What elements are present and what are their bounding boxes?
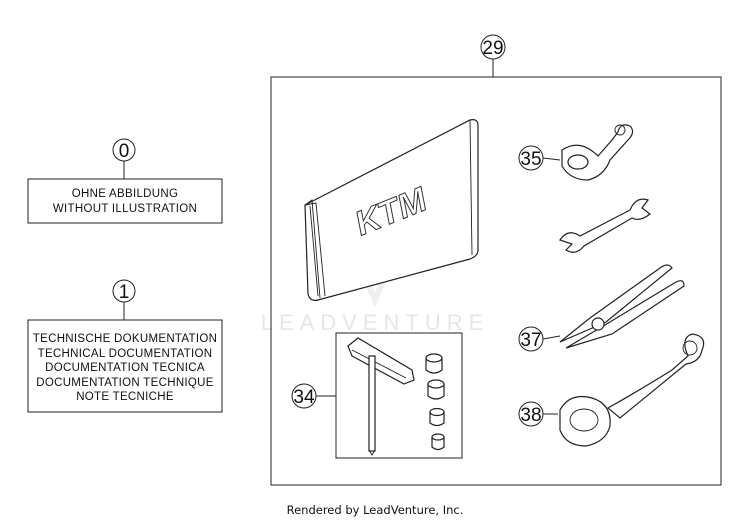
hex-key-socket-set-frame — [335, 332, 463, 459]
socket-4[interactable] — [431, 433, 445, 451]
pliers[interactable] — [559, 264, 685, 349]
note-box-0-line-2: WITHOUT ILLUSTRATION — [53, 203, 197, 215]
combination-wrench[interactable] — [559, 333, 705, 447]
callout-34[interactable]: 34 — [291, 383, 336, 409]
callout-0[interactable]: 0 — [112, 138, 136, 179]
callout-35[interactable]: 35 — [518, 145, 561, 171]
callout-38-label: 38 — [520, 405, 541, 426]
spoke-wrench[interactable] — [561, 124, 634, 181]
callout-37[interactable]: 37 — [518, 326, 561, 352]
callout-35-label: 35 — [520, 149, 541, 170]
callout-29-label: 29 — [482, 38, 503, 59]
note-box-1-line-5: NOTE TECNICHE — [76, 391, 174, 403]
socket-1[interactable] — [425, 353, 443, 374]
note-box-1-line-1: TECHNISCHE DOKUMENTATION — [33, 333, 217, 345]
callout-38[interactable]: 38 — [518, 401, 558, 427]
callout-37-label: 37 — [520, 330, 541, 351]
watermark-text: LEADVENTURE — [261, 310, 490, 335]
note-box-technical-documentation — [27, 319, 223, 413]
toolkit-frame — [270, 76, 722, 486]
socket-3[interactable] — [429, 407, 445, 427]
socket-2[interactable] — [427, 379, 445, 400]
note-box-1-line-3: DOCUMENTATION TECNICA — [45, 362, 205, 374]
callout-1-label: 1 — [119, 282, 130, 303]
callout-34-label: 34 — [293, 387, 315, 408]
note-box-without-illustration — [27, 178, 223, 224]
callout-1[interactable]: 1 — [112, 279, 136, 320]
note-box-1-line-4: DOCUMENTATION TECHNIQUE — [36, 377, 214, 389]
callout-29[interactable]: 29 — [480, 34, 506, 77]
tool-pouch[interactable]: KTM — [304, 119, 479, 301]
note-box-0-line-1: OHNE ABBILDUNG — [72, 188, 178, 200]
callout-0-label: 0 — [119, 141, 130, 162]
open-end-wrench[interactable] — [559, 198, 651, 253]
t-handle-hex-key[interactable] — [347, 337, 415, 456]
note-box-1-line-2: TECHNICAL DOCUMENTATION — [38, 348, 213, 360]
footer-credit: Rendered by LeadVenture, Inc. — [287, 503, 464, 517]
